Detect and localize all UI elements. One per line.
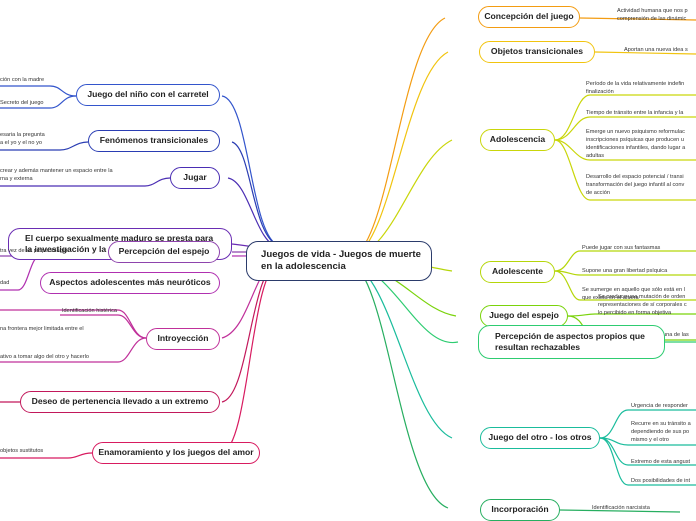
node-adolescencia[interactable]: Adolescencia [480,129,555,151]
leaf-introyeccion-2: na frontera mejor limitada entre el [0,326,84,332]
node-label: El cuerpo sexualmente maduro se presta p… [25,232,214,254]
node-percepcion-aspectos-propios[interactable]: Percepción de aspectos propios que resul… [478,325,665,359]
leaf-nino-1: ción con la madre [0,77,45,83]
leaf-espejo-1: Se produce una mutación de orden represe… [598,294,687,317]
branch-deseo [221,259,281,403]
leaf-objetos: Aportan una nueva idea s [624,47,688,53]
leaf-nino-2: Secreto del juego [0,100,44,106]
branch-otro [349,261,453,439]
node-label: Adolescente [491,266,544,277]
node-aspectos-neuroticos[interactable]: Aspectos adolescentes más neuróticos [40,272,220,294]
node-label: Incorporación [491,504,549,515]
node-label: Deseo de pertenencia llevado a un extrem… [31,396,209,407]
node-label: Aspectos adolescentes más neuróticos [49,277,211,288]
node-deseo-de-pertenencia[interactable]: Deseo de pertenencia llevado a un extrem… [20,391,220,413]
leaf-aspectos-1: dad [0,280,10,286]
node-jugar[interactable]: Jugar [170,167,220,189]
leaf-enamoramiento-1: objetos sustitutos [0,448,44,454]
branch-fenomenos [231,141,281,247]
node-label: Percepción del espejo [118,246,210,257]
node-label: Adolescencia [489,134,546,145]
branch-nino [221,95,281,247]
center-node[interactable]: Juegos de vida - Juegos de muerte en la … [246,241,432,281]
node-adolescente[interactable]: Adolescente [480,261,555,283]
node-label: Introyección [157,333,209,344]
node-label: Enamoramiento y los juegos del amor [98,447,254,458]
leaf-adolescente-2: Supone una gran libertad psíquica [582,268,668,274]
leaf-otro-2: Recurre en su tránsito a dependiendo de … [631,421,691,444]
node-juego-del-espejo[interactable]: Juego del espejo [480,305,568,327]
leaf-percepcion-espejo-1: tra vez de su propia imagen [0,248,70,254]
leaf-adolescencia-1: Período de la vida relativamente indefin… [586,81,685,96]
node-juego-del-otro[interactable]: Juego del otro - los otros [480,427,600,449]
leaf-fenomenos-1: esaria la pregunta a el yo y el no yo [0,132,45,147]
leaf-otro-1: Urgencia de responder [631,403,688,409]
node-label: Objetos transicionales [490,46,584,57]
node-concepcion-del-juego[interactable]: Concepción del juego [478,6,580,28]
leaf-introyeccion-3: ativo a tomar algo del otro y hacerlo [0,354,89,360]
node-percepcion-del-espejo[interactable]: Percepción del espejo [108,241,220,263]
node-introyeccion[interactable]: Introyección [146,328,220,350]
leaf-adolescente-3: Se sumerge en aquello que sólo está en l… [582,287,685,302]
node-label: Juego del niño con el carretel [87,89,209,100]
node-fenomenos-transicionales[interactable]: Fenómenos transicionales [88,130,220,152]
node-label: Juego del otro - los otros [488,432,592,443]
leaf-jugar-1: crear y además mantener un espacio entre… [0,168,113,183]
center-title: Juegos de vida - Juegos de muerte en la … [261,248,421,272]
leaf-incorporacion-1: Identificación narcisista [592,505,650,511]
node-label: Concepción del juego [484,11,574,22]
branch-enamoramiento [221,261,281,454]
leaf-adolescencia-3: Emerge un nuevo psiquismo reformulac ins… [586,129,686,160]
node-incorporacion[interactable]: Incorporación [480,499,560,521]
leaf-otro-4: Dos posibilidades de int [631,478,691,484]
node-label: Fenómenos transicionales [99,135,209,146]
leaf-adolescencia-4: Desarrollo del espacio potencial / trans… [586,174,685,197]
leaf-adolescencia-2: Tiempo de tránsito entre la infancia y l… [586,110,684,116]
node-enamoramiento[interactable]: Enamoramiento y los juegos del amor [92,442,260,464]
node-juego-nino-carretel[interactable]: Juego del niño con el carretel [76,84,220,106]
leaf-introyeccion-1: Identificación histérica [62,308,118,314]
node-label: Juego del espejo [489,310,559,321]
leaf-otro-3: Extremo de esta angust [631,459,691,465]
leaf-adolescente-1: Puede jugar con sus fantasmas [582,245,661,251]
branch-concepcion [349,17,446,259]
node-objetos-transicionales[interactable]: Objetos transicionales [479,41,595,63]
leaf-concepcion: Actividad humana que nos p comprensión d… [617,8,688,23]
node-label: Percepción de aspectos propios que resul… [495,330,645,352]
node-label: Jugar [183,172,207,183]
